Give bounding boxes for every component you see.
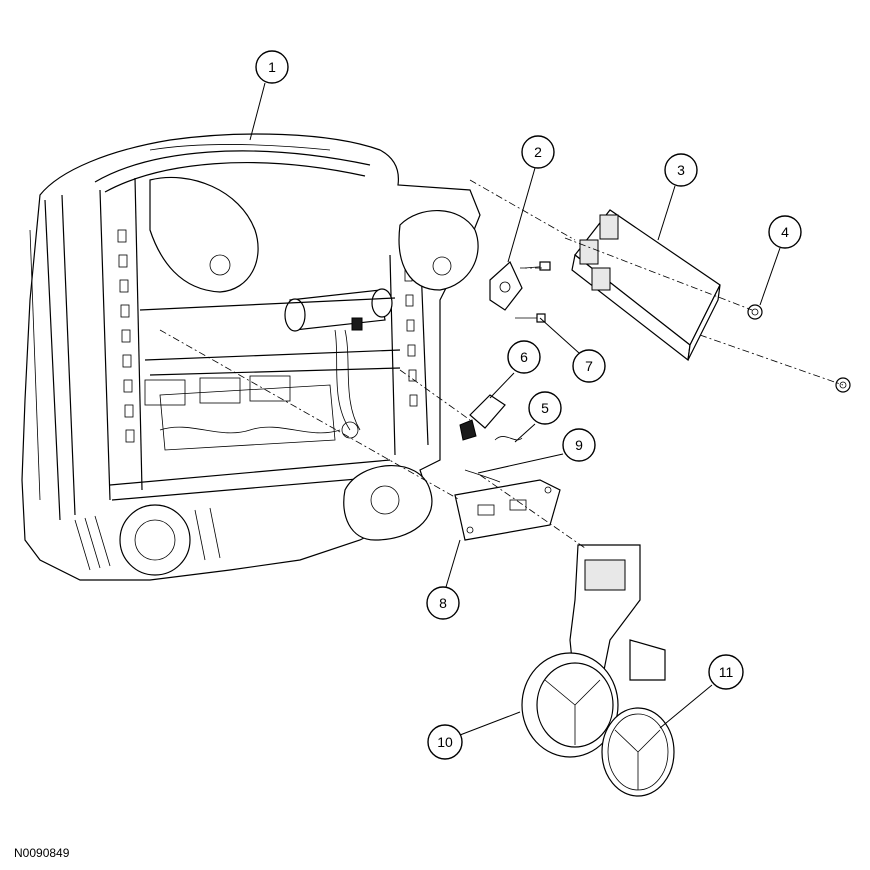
callout-11-label: 11	[719, 664, 734, 680]
callout-6: 6	[507, 340, 541, 374]
wire-9	[464, 469, 501, 483]
fastener-7	[515, 313, 546, 323]
lumbar-grid	[144, 375, 341, 451]
callout-6-label: 6	[520, 349, 528, 365]
assembly-line-housing	[479, 474, 586, 549]
assembly-line-sensor	[399, 369, 471, 421]
bolt-4	[747, 304, 763, 320]
callout-9-label: 9	[575, 437, 583, 453]
callout-5: 5	[528, 391, 562, 425]
speaker-grille	[601, 707, 675, 797]
figure-id: N0090849	[14, 846, 70, 860]
seat-back-frame	[21, 133, 481, 581]
callout-2: 2	[521, 135, 555, 169]
callout-4-label: 4	[781, 224, 789, 240]
callout-1: 1	[255, 50, 289, 84]
callout-5-label: 5	[541, 400, 549, 416]
speaker-housing	[521, 544, 666, 758]
callout-4: 4	[768, 215, 802, 249]
callout-3-label: 3	[677, 162, 685, 178]
callout-7-label: 7	[585, 358, 593, 374]
callout-10: 10	[427, 724, 463, 760]
assembly-line-bolt-lower	[699, 334, 844, 386]
callout-8-label: 8	[439, 595, 447, 611]
clip-5	[494, 436, 523, 441]
assembly-line-bolt-4	[564, 237, 753, 311]
left-rail-slots	[117, 229, 135, 443]
leader-lines	[249, 82, 781, 736]
callout-10-label: 10	[437, 734, 453, 750]
callout-7: 7	[572, 349, 606, 383]
callout-3: 3	[664, 153, 698, 187]
callout-1-label: 1	[268, 59, 276, 75]
assembly-line-bracket	[159, 329, 461, 501]
callout-2-label: 2	[534, 144, 542, 160]
sensor-6	[459, 394, 506, 441]
callout-9: 9	[562, 428, 596, 462]
bracket-2	[489, 261, 551, 311]
bracket-plate-8	[454, 479, 561, 541]
callout-8: 8	[426, 586, 460, 620]
callout-11: 11	[708, 654, 744, 690]
seat-module	[571, 209, 721, 362]
